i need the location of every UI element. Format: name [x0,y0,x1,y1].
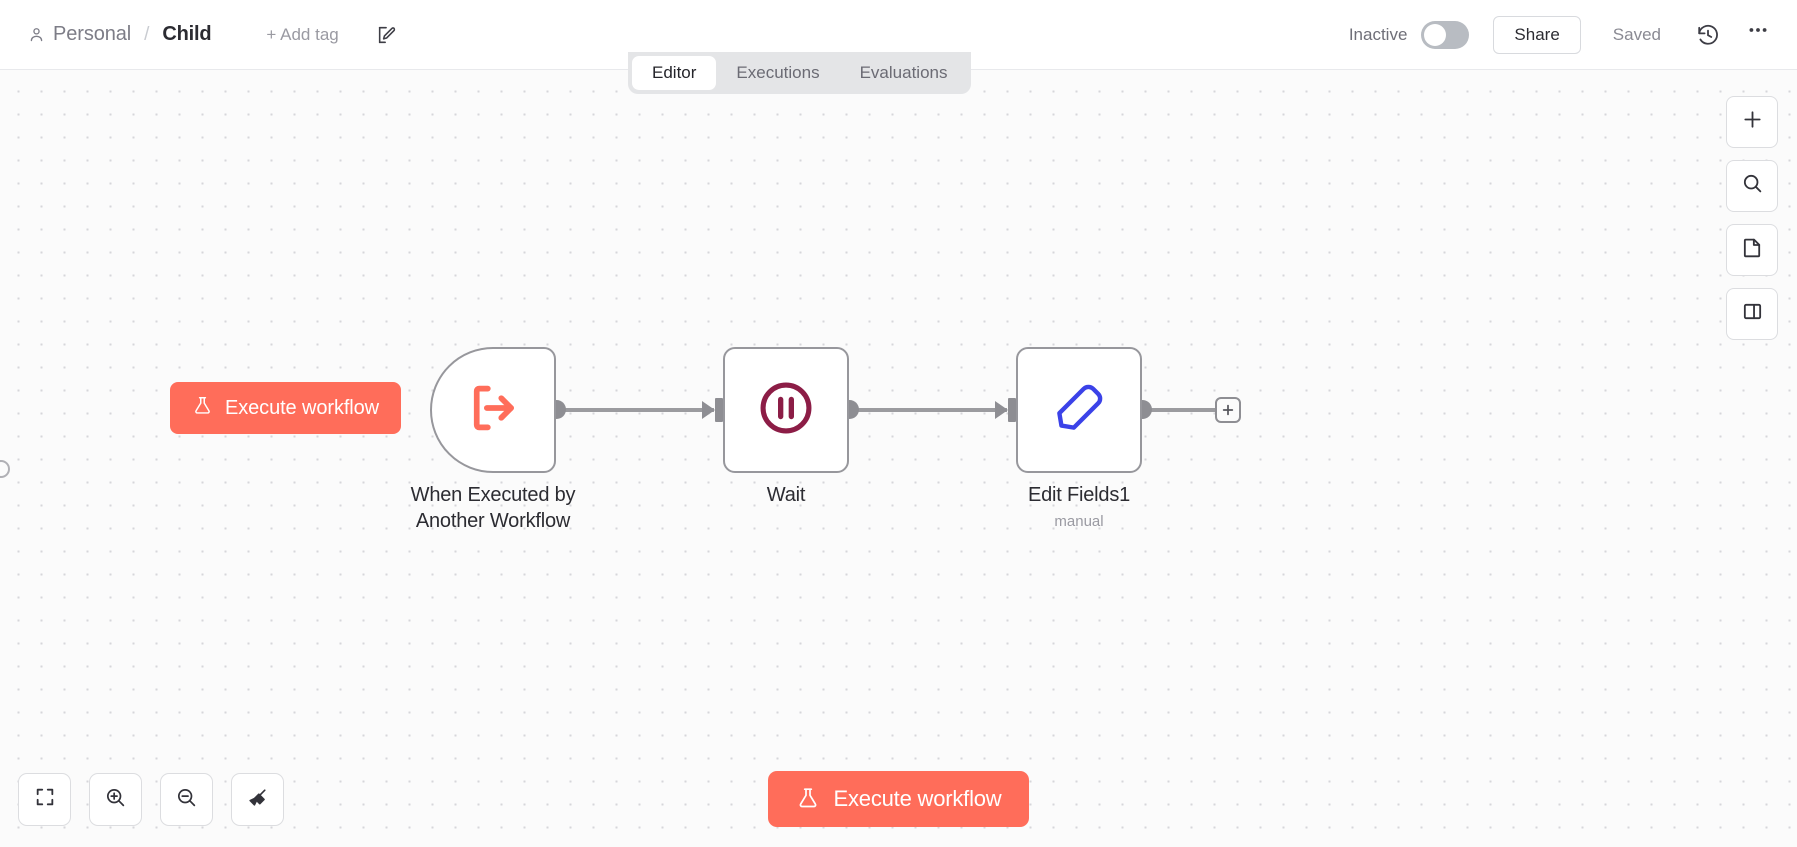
canvas-zoom-toolbar [18,773,284,826]
workflow-name[interactable]: Child [162,23,212,45]
workflow-canvas[interactable]: When Executed by Another Workflow Execut… [0,70,1797,847]
workflow-trigger-arrow-icon [462,377,524,444]
header-actions: Inactive Share Saved [1348,15,1773,54]
node-label-wait: Wait [766,484,806,506]
zoom-out-button[interactable] [160,773,213,826]
pen-icon [1048,377,1110,444]
canvas-edge-stub [0,460,10,478]
zoom-out-icon [175,786,198,814]
canvas-right-toolbar [1726,96,1778,340]
zoom-to-fit-button[interactable] [18,773,71,826]
node-label-edit-fields1: Edit Fields1 [1027,484,1131,506]
input-handle-edit-fields[interactable] [1008,398,1016,422]
toggle-panel-button[interactable] [1726,288,1778,340]
connection-edit-fields-to-add[interactable] [1150,408,1216,412]
search-nodes-button[interactable] [1726,160,1778,212]
share-button[interactable]: Share [1493,15,1581,54]
add-node-button[interactable] [1726,96,1778,148]
toggle-knob [1424,23,1447,46]
activation-label: Inactive [1348,24,1408,44]
pause-circle-icon [754,376,818,445]
connection-arrow-wait [702,401,715,419]
broom-icon [246,786,269,814]
connection-trigger-to-wait[interactable] [564,408,714,412]
node-execute-workflow-label: Execute workflow [225,396,380,419]
node-sublabel-edit-fields1: manual [1054,513,1104,530]
tab-editor[interactable]: Editor [632,56,717,90]
add-sticky-note-button[interactable] [1726,224,1778,276]
flask-icon [192,395,213,421]
plus-icon [1741,108,1764,136]
history-clock-icon[interactable] [1693,20,1723,50]
node-wait[interactable] [723,347,849,473]
zoom-in-button[interactable] [89,773,142,826]
node-label-trigger: When Executed by Another Workflow [410,484,576,532]
zoom-in-icon [104,786,127,814]
execute-workflow-button[interactable]: Execute workflow [767,771,1030,827]
input-handle-wait[interactable] [715,398,723,422]
person-icon [28,26,45,43]
node-execute-workflow-button[interactable]: Execute workflow [170,382,402,434]
connection-wait-to-edit-fields[interactable] [857,408,1007,412]
sticky-note-icon [1741,236,1764,264]
breadcrumb-separator: / [144,23,150,45]
workflow-active-toggle[interactable] [1421,20,1470,49]
fit-view-icon [34,786,56,813]
node-edit-fields1[interactable] [1016,347,1142,473]
tidy-up-button[interactable] [231,773,284,826]
tab-executions[interactable]: Executions [736,63,820,82]
breadcrumb-project[interactable]: Personal [53,23,132,45]
execute-workflow-label: Execute workflow [833,786,1002,811]
save-status: Saved [1612,24,1661,44]
search-icon [1741,172,1764,200]
add-tag-button[interactable]: + Add tag [266,24,339,44]
connection-arrow-edit-fields [995,401,1008,419]
tab-evaluations[interactable]: Evaluations [859,63,948,82]
flask-icon [796,786,820,813]
ellipsis-icon[interactable] [1743,20,1773,50]
note-edit-icon[interactable] [374,22,400,48]
node-when-executed-by-another-workflow[interactable] [430,347,556,473]
panel-layout-icon [1741,300,1764,328]
breadcrumb: Personal / Child [28,0,212,69]
add-node-endpoint-button[interactable] [1215,397,1241,423]
view-tabs: Editor Executions Evaluations [628,52,972,94]
